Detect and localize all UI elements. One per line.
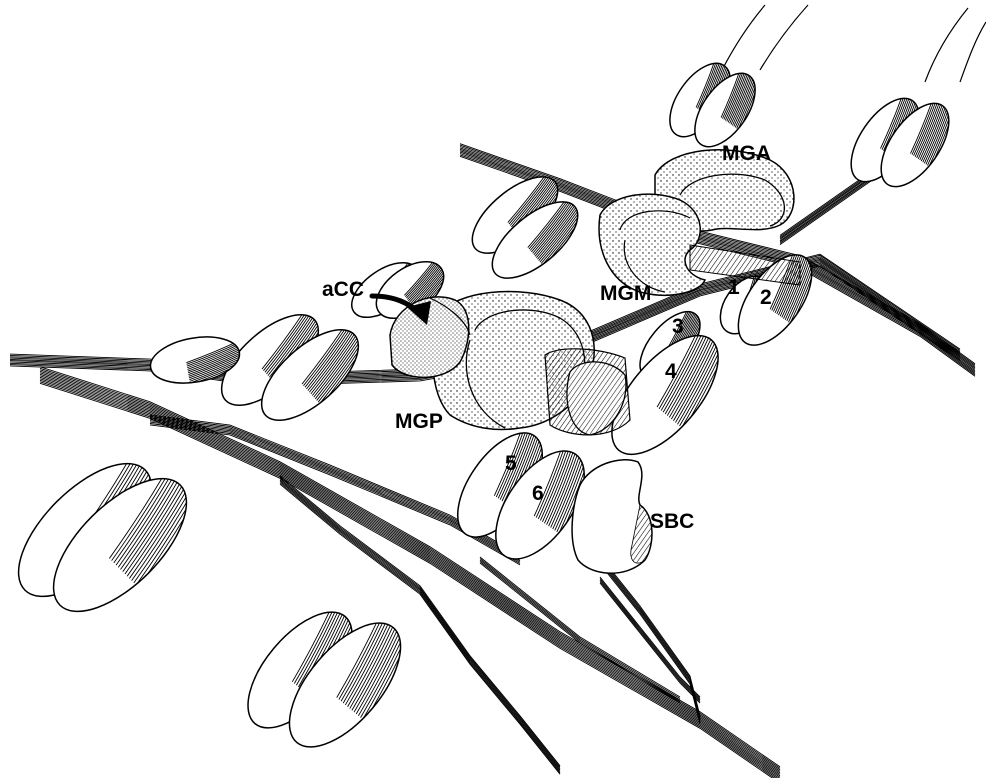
label-cell-5: 5 bbox=[505, 452, 517, 475]
triangle-base bbox=[480, 557, 680, 703]
label-cell-2: 2 bbox=[760, 286, 772, 309]
triangle-edge bbox=[600, 577, 700, 703]
label-sbc: SBC bbox=[650, 510, 694, 533]
label-mgp: MGP bbox=[395, 410, 443, 433]
label-cell-3: 3 bbox=[672, 315, 684, 338]
sensory-axons bbox=[722, 5, 986, 82]
label-acc: aCC bbox=[322, 278, 364, 301]
label-mgm: MGM bbox=[600, 282, 651, 305]
label-cell-6: 6 bbox=[532, 482, 544, 505]
label-cell-1: 1 bbox=[728, 276, 740, 299]
label-cell-4: 4 bbox=[665, 360, 677, 383]
mgm-cell bbox=[599, 194, 705, 295]
label-mga: MGA bbox=[722, 142, 771, 165]
midline-cells bbox=[390, 150, 800, 573]
